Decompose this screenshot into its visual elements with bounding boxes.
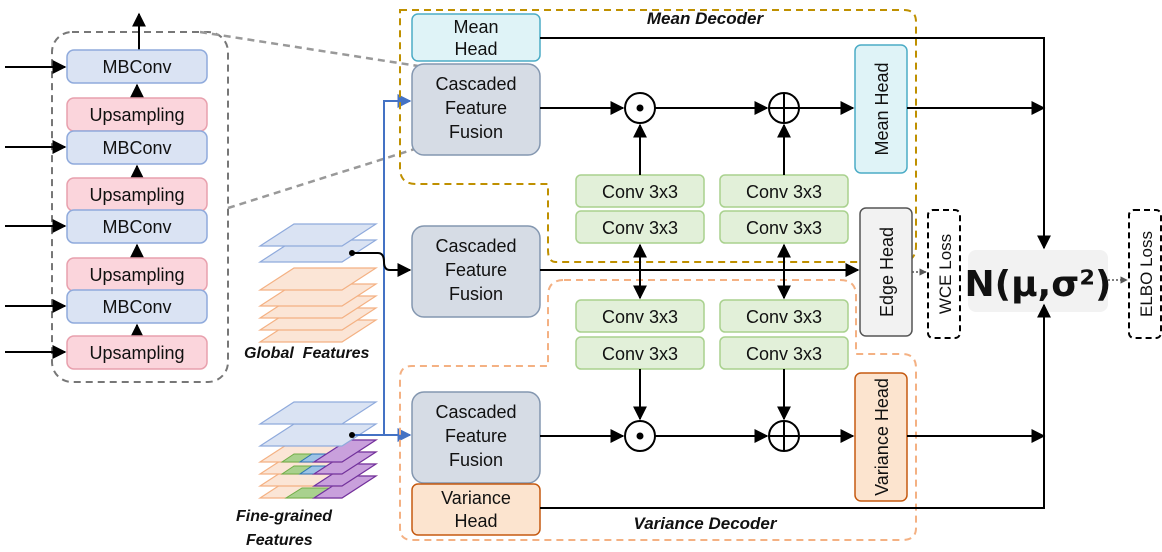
backbone-panel xyxy=(51,31,229,383)
fusion-label-3: Fusion xyxy=(449,284,503,304)
upsampling-block-2: Upsampling xyxy=(66,177,208,212)
distribution-label: N(μ,σ²) xyxy=(964,264,1111,305)
conv-label: Conv 3x3 xyxy=(746,344,822,364)
mean-head-top-label-1: Mean xyxy=(453,17,498,37)
add-operator-mean xyxy=(768,92,800,124)
mean-decoder-title: Mean Decoder xyxy=(647,9,765,28)
elbo-loss-box: ELBO Loss xyxy=(1128,209,1162,339)
conv-block-5: Conv 3x3 xyxy=(575,299,705,333)
distribution-node: N(μ,σ²) xyxy=(964,250,1112,312)
variance-head-right: Variance Head xyxy=(854,372,908,502)
conv-label: Conv 3x3 xyxy=(746,182,822,202)
variance-head-bottom: Variance Head xyxy=(411,483,541,536)
wce-loss-label: WCE Loss xyxy=(936,234,955,314)
upsampling-label: Upsampling xyxy=(89,185,184,205)
variance-decoder-title: Variance Decoder xyxy=(634,514,778,533)
variance-head-bottom-label-2: Head xyxy=(454,511,497,531)
upsampling-block-4: Upsampling xyxy=(66,335,208,370)
multiply-operator-variance xyxy=(624,420,656,452)
conv-block-8: Conv 3x3 xyxy=(719,336,849,370)
fusion-label-2: Feature xyxy=(445,426,507,446)
multiply-operator-mean xyxy=(624,92,656,124)
fusion-label-3: Fusion xyxy=(449,450,503,470)
conv-block-4: Conv 3x3 xyxy=(719,210,849,244)
upsampling-label: Upsampling xyxy=(89,265,184,285)
conv-block-2: Conv 3x3 xyxy=(575,210,705,244)
conv-block-3: Conv 3x3 xyxy=(719,174,849,208)
fusion-label-3: Fusion xyxy=(449,122,503,142)
add-operator-variance xyxy=(768,420,800,452)
upsampling-label: Upsampling xyxy=(89,343,184,363)
global-features-label: Global Features xyxy=(244,345,369,362)
mbconv-block-2: MBConv xyxy=(66,130,208,165)
edge-head: Edge Head xyxy=(859,207,913,337)
conv-label: Conv 3x3 xyxy=(746,218,822,238)
conv-block-1: Conv 3x3 xyxy=(575,174,705,208)
mbconv-label: MBConv xyxy=(102,217,171,237)
fine-grained-features-stack xyxy=(257,401,379,499)
fusion-box-mean: Cascaded Feature Fusion xyxy=(411,63,541,156)
fusion-label-1: Cascaded xyxy=(435,402,516,422)
fusion-label-2: Feature xyxy=(445,98,507,118)
elbo-loss-label: ELBO Loss xyxy=(1137,231,1156,317)
conv-block-7: Conv 3x3 xyxy=(719,299,849,333)
mbconv-block-1: MBConv xyxy=(66,49,208,84)
mean-head-right-label: Mean Head xyxy=(872,62,892,155)
conv-label: Conv 3x3 xyxy=(746,307,822,327)
fusion-box-middle: Cascaded Feature Fusion xyxy=(411,225,541,318)
wce-loss-box: WCE Loss xyxy=(927,209,961,339)
mbconv-block-4: MBConv xyxy=(66,289,208,324)
global-features-stack xyxy=(257,223,379,343)
mean-head-right: Mean Head xyxy=(854,44,908,174)
fusion-label-1: Cascaded xyxy=(435,236,516,256)
conv-label: Conv 3x3 xyxy=(602,182,678,202)
upsampling-block-1: Upsampling xyxy=(66,97,208,132)
conv-block-6: Conv 3x3 xyxy=(575,336,705,370)
mbconv-label: MBConv xyxy=(102,57,171,77)
mbconv-block-3: MBConv xyxy=(66,209,208,244)
mbconv-label: MBConv xyxy=(102,138,171,158)
edge-head-label: Edge Head xyxy=(877,227,897,317)
mean-head-top-label-2: Head xyxy=(454,39,497,59)
fine-grained-features-label-2: Features xyxy=(246,532,313,549)
variance-head-bottom-label-1: Variance xyxy=(441,488,511,508)
fusion-label-1: Cascaded xyxy=(435,74,516,94)
mean-head-top: Mean Head xyxy=(411,13,541,62)
variance-head-right-label: Variance Head xyxy=(872,378,892,496)
conv-label: Conv 3x3 xyxy=(602,307,678,327)
conv-label: Conv 3x3 xyxy=(602,218,678,238)
fusion-box-variance: Cascaded Feature Fusion xyxy=(411,391,541,484)
mean-decoder-panel xyxy=(399,9,917,263)
upsampling-label: Upsampling xyxy=(89,105,184,125)
conv-label: Conv 3x3 xyxy=(602,344,678,364)
fusion-label-2: Feature xyxy=(445,260,507,280)
fine-grained-features-label: Fine-grained xyxy=(236,508,333,525)
mbconv-label: MBConv xyxy=(102,297,171,317)
upsampling-block-3: Upsampling xyxy=(66,257,208,292)
